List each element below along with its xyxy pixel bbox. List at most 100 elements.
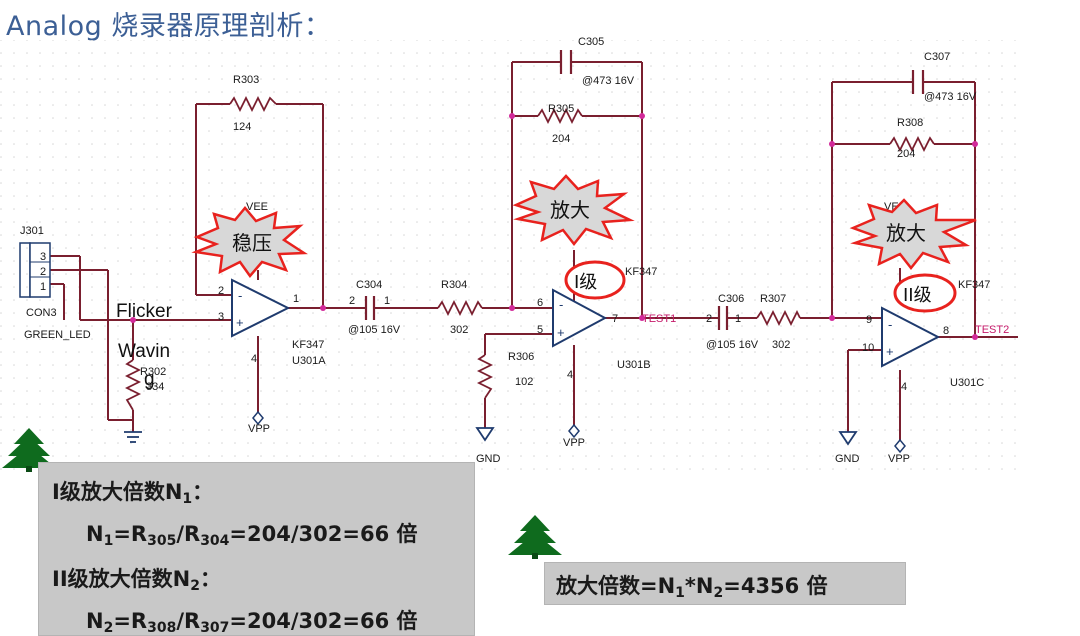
r306-symbol [476, 354, 494, 399]
tree-icon [508, 515, 562, 559]
red-ring-icon: I级 [564, 260, 626, 300]
burst-callout-icon: 稳压 [191, 206, 308, 279]
callout-stage2: II级 [903, 285, 932, 306]
result-text: 放大倍数=N1*N2=4356 倍 [556, 574, 828, 601]
u301c-pin8: 8 [943, 325, 949, 337]
u301a-symbol [231, 278, 291, 338]
u301b-vpp: VPP [563, 437, 585, 449]
callout-regulate: 稳压 [232, 231, 272, 255]
u301c-pin10: 10 [862, 342, 874, 354]
u301a-part: KF347 [292, 339, 324, 351]
r302-value: 334 [146, 381, 164, 393]
r306-ref: R306 [508, 351, 534, 363]
c306-pin2: 2 [706, 313, 712, 325]
c307-value: @473 16V [924, 91, 977, 103]
c304-value: @105 16V [348, 324, 401, 336]
junction-nodes [130, 113, 978, 340]
wires [50, 61, 1018, 440]
node-stage1-in [509, 305, 515, 311]
gnd-stage1-symbol [475, 427, 495, 442]
gnd-stage2-symbol [838, 431, 858, 446]
u301b-gnd: GND [476, 453, 501, 465]
formula-line-stage1-title: I级放大倍数N1： [52, 480, 214, 507]
net-test1: TEST1 [642, 313, 676, 325]
c306-pin1: 1 [735, 313, 741, 325]
vpp-u301c-pin [894, 438, 906, 454]
node-u301a-out [320, 305, 326, 311]
r308-symbol [889, 135, 935, 153]
result-box [544, 562, 906, 605]
page-title: Analog 烧录器原理剖析： [6, 11, 332, 42]
r308-ref: R308 [897, 117, 923, 129]
r302-symbol [124, 359, 142, 411]
node-r308-right [972, 141, 978, 147]
connector-pins-box [29, 242, 51, 298]
red-ring-icon: II级 [893, 273, 957, 313]
r302-ref: R302 [140, 366, 166, 378]
node-r305-left [509, 113, 515, 119]
r303-symbol [229, 95, 277, 113]
resistors [124, 95, 935, 411]
u301c-part: KF347 [958, 279, 990, 291]
r307-ref: R307 [760, 293, 786, 305]
r304-symbol [437, 299, 483, 317]
u301c-vpp: VPP [888, 453, 910, 465]
formula-box [38, 462, 475, 636]
j301-pin1: 1 [40, 281, 46, 293]
r307-symbol [756, 309, 801, 327]
c304-ref: C304 [356, 279, 382, 291]
c307-ref: C307 [924, 51, 950, 63]
r303-value: 124 [233, 121, 251, 133]
u301b-symbol [552, 288, 608, 348]
ground-symbols [124, 427, 858, 446]
burst-callout-icon: 放大 [849, 198, 977, 271]
u301c-pin9: 9 [866, 314, 872, 326]
u301b-pin4: 4 [567, 369, 573, 381]
callout-stage1: I级 [574, 272, 597, 293]
burst-callout-icon: 放大 [512, 174, 635, 247]
r305-value: 204 [552, 133, 570, 145]
j301-ref: J301 [20, 225, 44, 237]
u301a-pin1: 1 [293, 293, 299, 305]
c305-ref: C305 [578, 36, 604, 48]
r308-value: 204 [897, 148, 915, 160]
node-input [130, 317, 136, 323]
u301a-minus: - [238, 288, 242, 303]
u301c-pin4: 4 [901, 381, 907, 393]
c305-value: @473 16V [582, 75, 635, 87]
u301a-plus: + [236, 315, 244, 330]
u301b-plus: + [557, 325, 565, 340]
u301a-ref: U301A [292, 355, 326, 367]
vpp-u301b-pin [568, 423, 580, 439]
callout-amp1: 放大 [550, 198, 590, 222]
r303-ref: R303 [233, 74, 259, 86]
c304-pin2: 2 [349, 295, 355, 307]
r307-value: 302 [772, 339, 790, 351]
grid-background [0, 40, 1020, 470]
u301b-part: KF347 [625, 266, 657, 278]
u301a-pin3: 3 [218, 311, 224, 323]
vpp-u301a-pin [252, 410, 264, 426]
node-test1 [639, 315, 645, 321]
j301-value: GREEN_LED [24, 329, 91, 341]
u301b-ref: U301B [617, 359, 651, 371]
u301b-minus: - [559, 297, 563, 312]
r305-symbol [537, 107, 583, 125]
u301c-ref: U301C [950, 377, 984, 389]
j301-pin3: 3 [40, 251, 46, 263]
u301b-pin5: 5 [537, 324, 543, 336]
node-r305-right [639, 113, 645, 119]
j301-pin2: 2 [40, 266, 46, 278]
formula-line-n1: N1=R305/R304=204/302=66 倍 [86, 522, 418, 549]
c306-value: @105 16V [706, 339, 759, 351]
u301a-pin4: 4 [251, 353, 257, 365]
node-r308-left [829, 141, 835, 147]
j301-name: CON3 [26, 307, 57, 319]
callout-amp2: 放大 [886, 221, 926, 245]
net-test2: TEST2 [975, 324, 1009, 336]
formula-line-n2: N2=R308/R307=204/302=66 倍 [86, 609, 418, 636]
supply-pins [252, 410, 906, 454]
u301c-gnd: GND [835, 453, 860, 465]
u301a-pin2: 2 [218, 285, 224, 297]
